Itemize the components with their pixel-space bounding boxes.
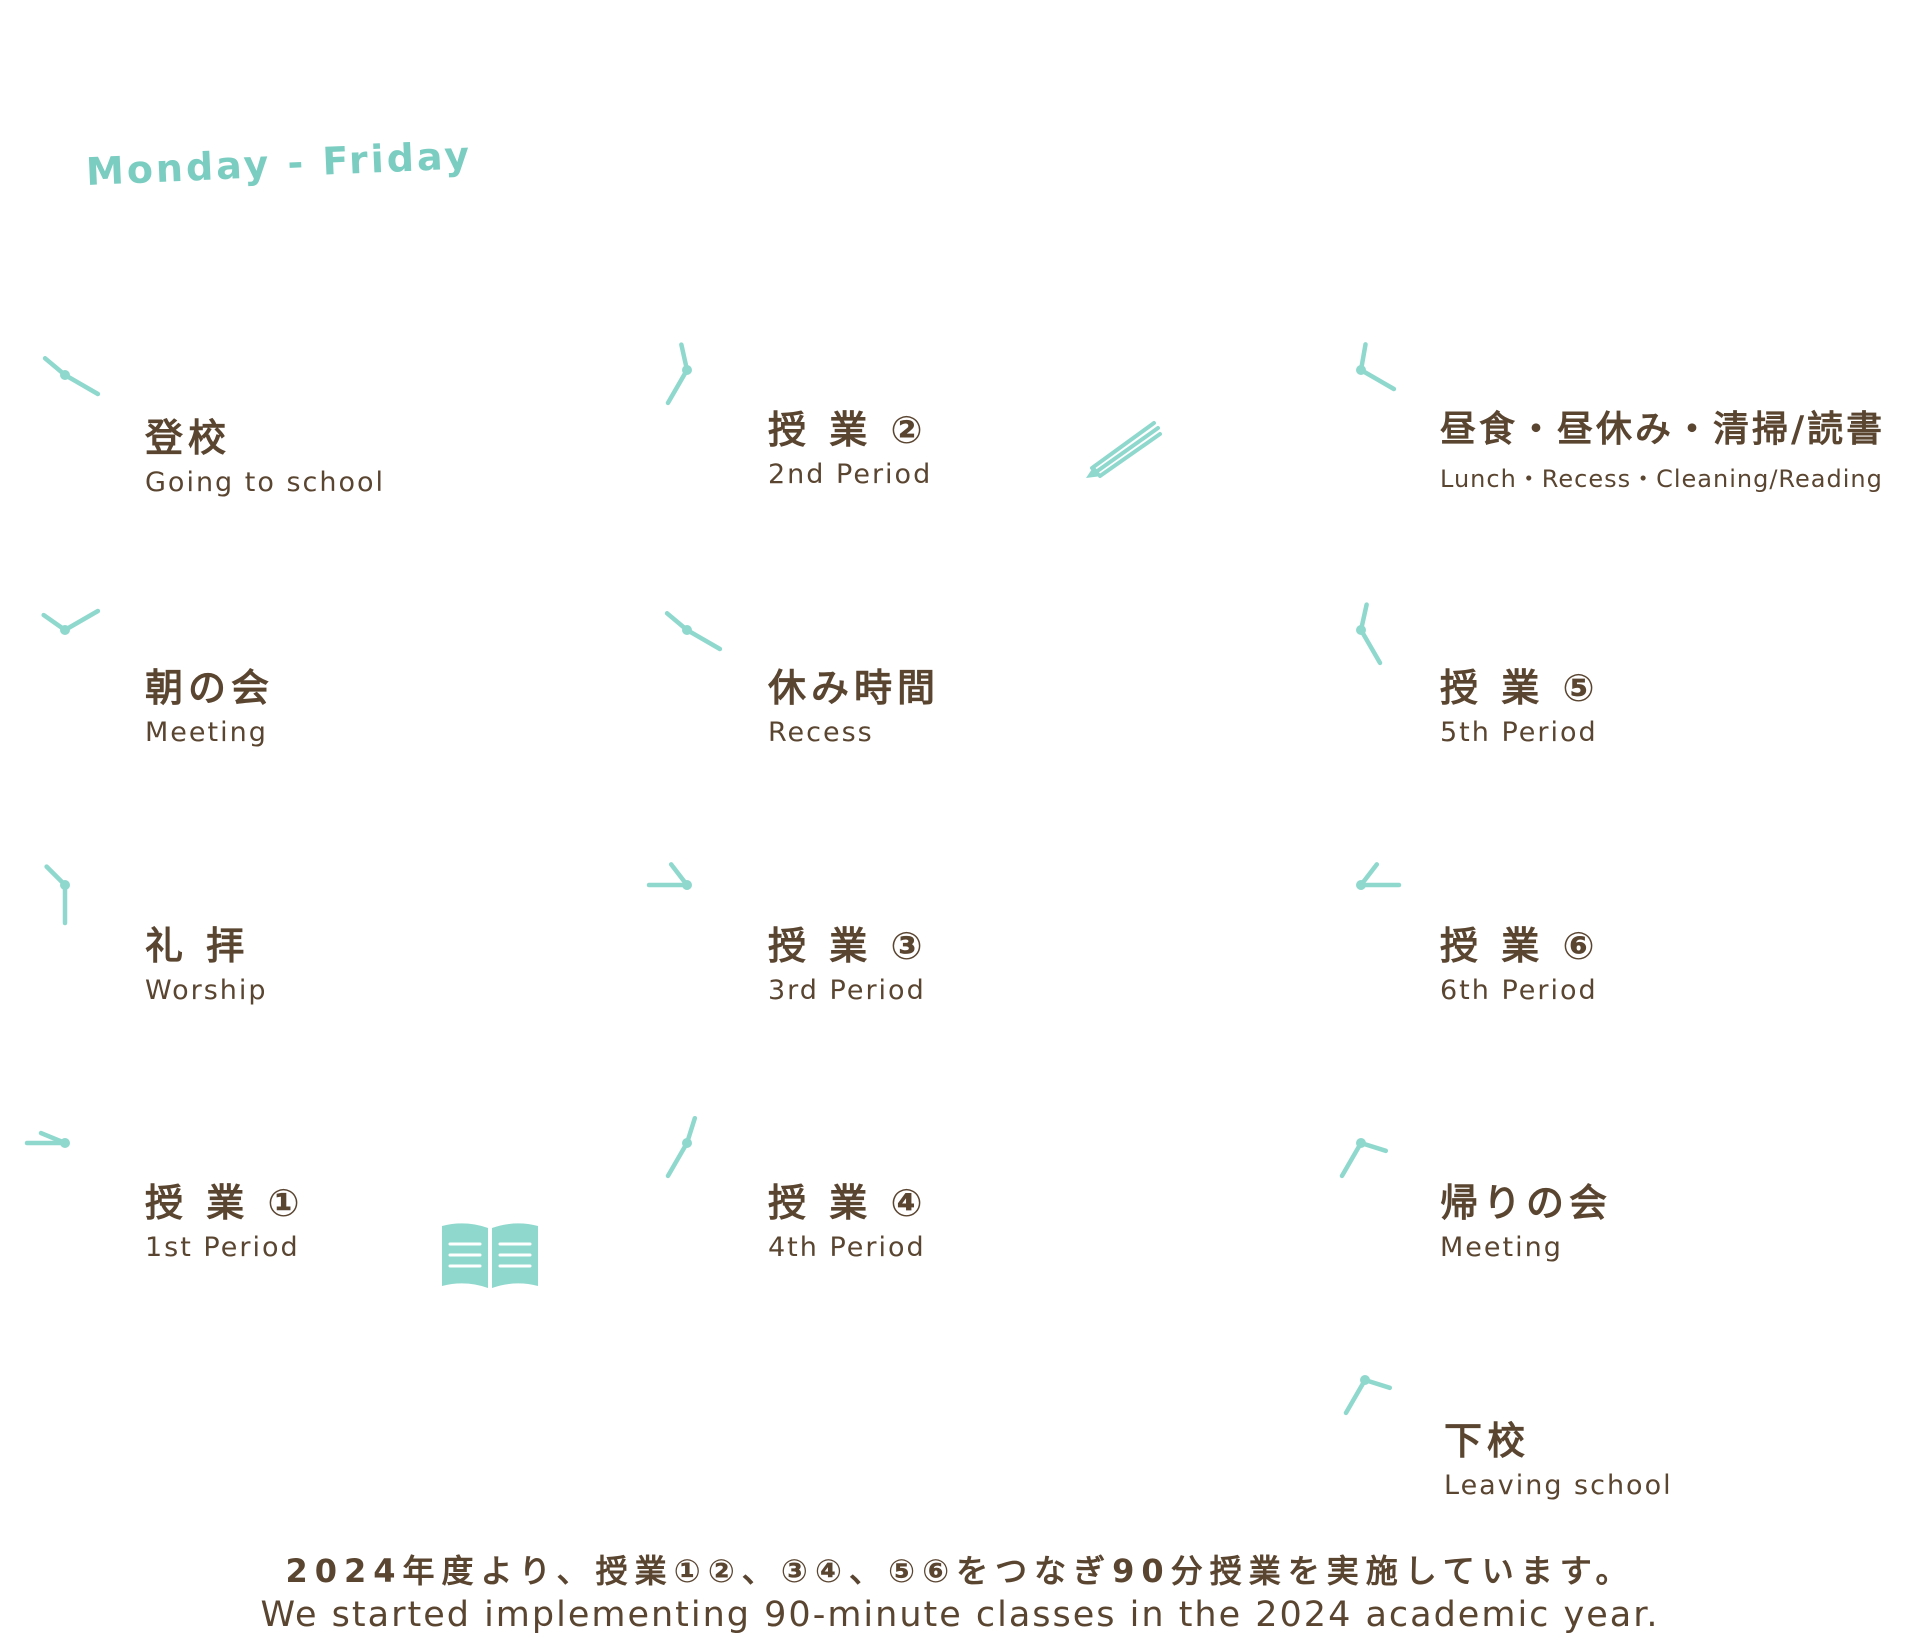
clock-center-dot	[682, 880, 692, 890]
schedule-item-recess: 休み時間 Recess	[768, 665, 1368, 748]
clock-minute-hand	[665, 1140, 690, 1179]
schedule-jp: 帰りの会	[1440, 1181, 1613, 1225]
schedule-item-5th-period: 授 業 ⑤ 5th Period	[1440, 665, 1910, 748]
clock-icon	[41, 608, 101, 635]
schedule-item-going-to-school: 登校 Going to school	[145, 415, 745, 498]
schedule-en: 6th Period	[1440, 975, 1598, 1006]
clock-minute-hand	[665, 367, 690, 406]
clock-icon	[1343, 1375, 1393, 1416]
schedule-item-leaving-school: 下校 Leaving school	[1444, 1418, 1914, 1501]
clock-icon	[1339, 1138, 1389, 1179]
schedule-jp: 下校	[1444, 1419, 1531, 1463]
schedule-en: 3rd Period	[768, 975, 926, 1006]
clock-icon	[665, 1115, 698, 1179]
clock-icon	[646, 862, 692, 890]
clock-minute-hand	[62, 608, 101, 633]
schedule-en: 5th Period	[1440, 717, 1598, 748]
schedule-en: 1st Period	[145, 1232, 300, 1263]
schedule-item-4th-period: 授 業 ④ 4th Period	[768, 1180, 1368, 1263]
clock-icon	[24, 1130, 70, 1148]
clock-icon	[1356, 862, 1402, 890]
days-heading: Monday - Friday	[85, 133, 473, 194]
clock-center-dot	[682, 365, 692, 375]
clock-icon	[665, 342, 692, 406]
clock-minute-hand	[684, 627, 723, 652]
clock-minute-hand	[1358, 367, 1397, 392]
clock-icon	[1356, 342, 1397, 392]
clock-minute-hand	[1343, 1377, 1368, 1416]
schedule-en: Meeting	[145, 717, 268, 748]
schedule-item-3rd-period: 授 業 ③ 3rd Period	[768, 923, 1368, 1006]
clock-center-dot	[682, 625, 692, 635]
schedule-en: Leaving school	[1444, 1470, 1673, 1501]
schedule-jp: 授 業 ③	[768, 924, 928, 968]
schedule-item-2nd-period: 授 業 ② 2nd Period	[768, 407, 1368, 490]
schedule-jp: 礼 拝	[145, 924, 250, 968]
schedule-jp: 授 業 ①	[145, 1181, 305, 1225]
schedule-item-1st-period: 授 業 ① 1st Period	[145, 1180, 745, 1263]
clock-icon	[44, 864, 70, 926]
schedule-en: Recess	[768, 717, 874, 748]
schedule-item-6th-period: 授 業 ⑥ 6th Period	[1440, 923, 1910, 1006]
clock-icon	[1356, 602, 1383, 666]
clock-center-dot	[682, 1138, 692, 1148]
schedule-en: 4th Period	[768, 1232, 926, 1263]
book-icon	[442, 1223, 538, 1288]
schedule-jp: 授 業 ⑥	[1440, 924, 1600, 968]
schedule-jp: 休み時間	[768, 666, 941, 710]
clock-center-dot	[1356, 880, 1366, 890]
pencil-icon	[1086, 421, 1162, 478]
clock-center-dot	[60, 370, 70, 380]
footer-note-en: We started implementing 90-minute classe…	[260, 1595, 1660, 1635]
clock-minute-hand	[1358, 627, 1383, 666]
clock-center-dot	[60, 625, 70, 635]
clock-minute-hand	[1339, 1140, 1364, 1179]
schedule-jp: 授 業 ④	[768, 1181, 928, 1225]
clock-center-dot	[1360, 1375, 1370, 1385]
schedule-item-meeting: 朝の会 Meeting	[145, 665, 745, 748]
clock-center-dot	[1356, 365, 1366, 375]
schedule-jp: 昼食・昼休み・清掃/読書	[1440, 409, 1886, 450]
clock-icon	[42, 356, 101, 397]
schedule-jp: 登校	[145, 416, 232, 460]
clock-center-dot	[1356, 1138, 1366, 1148]
schedule-en: Worship	[145, 975, 268, 1006]
clock-center-dot	[1356, 625, 1366, 635]
schedule-jp: 授 業 ⑤	[1440, 666, 1600, 710]
clock-icon	[664, 611, 723, 652]
schedule-jp: 授 業 ②	[768, 408, 928, 452]
schedule-item-worship: 礼 拝 Worship	[145, 923, 745, 1006]
schedule-en: Lunch・Recess・Cleaning/Reading	[1440, 465, 1883, 493]
schedule-item-homeroom-meeting: 帰りの会 Meeting	[1440, 1180, 1910, 1263]
clock-center-dot	[60, 1138, 70, 1148]
clock-minute-hand	[62, 372, 101, 397]
footer-note-jp: 2024年度より、授業①②、③④、⑤⑥をつなぎ90分授業を実施しています。	[285, 1552, 1635, 1590]
schedule-item-lunch: 昼食・昼休み・清掃/読書 Lunch・Recess・Cleaning/Readi…	[1440, 407, 1910, 494]
schedule-jp: 朝の会	[145, 666, 275, 710]
schedule-en: Meeting	[1440, 1232, 1563, 1263]
schedule-en: 2nd Period	[768, 459, 933, 490]
schedule-en: Going to school	[145, 467, 386, 498]
clock-center-dot	[60, 880, 70, 890]
